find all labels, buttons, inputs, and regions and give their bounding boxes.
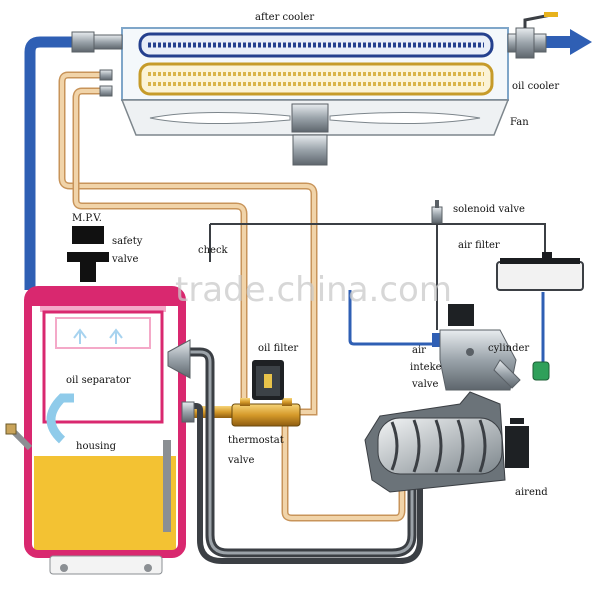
solenoid-valve — [431, 206, 443, 224]
label-oil-separator: oil separator — [66, 375, 131, 386]
fan-blade-right — [329, 111, 481, 125]
discharge-inlet-fitting — [167, 339, 191, 379]
label-inteke: inteke — [410, 362, 442, 373]
air-outlet-arrow — [570, 29, 592, 55]
label-fan: Fan — [510, 117, 529, 128]
thermostat-valve — [231, 360, 301, 427]
intake-valve — [432, 304, 550, 391]
scavenge-tube — [163, 440, 171, 532]
valve-handle[interactable] — [544, 12, 558, 17]
tank-base — [49, 555, 163, 575]
fan-blade-left — [149, 111, 291, 125]
oil-cooler-outlet-fitting — [99, 85, 113, 97]
label-thermostat: thermostat — [228, 435, 284, 446]
cooler-assembly — [71, 12, 558, 101]
oil-cooler-core — [138, 62, 494, 96]
label-cylinder: cylinder — [488, 343, 529, 354]
separator-tank — [5, 286, 195, 575]
label-housing: housing — [76, 441, 117, 452]
watermark: trade.china.com — [175, 270, 452, 310]
mpv-valve — [72, 226, 104, 244]
cylinder-solenoid — [532, 361, 550, 381]
label-air: air — [412, 345, 426, 356]
fan-assembly — [120, 99, 510, 166]
air-filter-body — [496, 261, 584, 291]
airend — [364, 391, 529, 493]
safety-valve — [67, 252, 109, 262]
fan-motor — [292, 134, 328, 166]
label-airend: airend — [515, 487, 548, 498]
cylinder — [493, 359, 521, 389]
label-oil-filter: oil filter — [258, 343, 298, 354]
label-intake-valve: valve — [411, 379, 438, 390]
oil-level — [34, 456, 176, 551]
label-mpv: M.P.V. — [72, 213, 102, 224]
air-discharge-pipe — [24, 36, 72, 290]
label-after-cooler: after cooler — [255, 12, 314, 23]
label-safety: safety — [112, 236, 143, 247]
intake-pilot — [432, 333, 442, 347]
after-cooler-inlet-fitting — [71, 31, 95, 53]
label-check: check — [198, 245, 229, 256]
control-line-intake — [348, 290, 432, 346]
fan-hub — [291, 103, 329, 133]
swirl-arrow — [46, 393, 74, 444]
label-air-filter: air filter — [458, 240, 500, 251]
label-thermostat-valve: valve — [227, 455, 254, 466]
control-line-air-filter — [437, 223, 546, 258]
separator-element — [42, 310, 164, 424]
label-safety-valve: valve — [111, 254, 138, 265]
air-filter — [496, 252, 584, 291]
intake-valve-body — [439, 329, 517, 391]
intake-solenoid-head — [448, 304, 474, 326]
airend-shaft-coupling — [505, 426, 529, 468]
thermostat-body — [231, 403, 301, 427]
label-oil-cooler: oil cooler — [512, 81, 559, 92]
label-solenoid-valve: solenoid valve — [453, 204, 525, 215]
oil-cooler-inlet-fitting — [99, 69, 113, 81]
